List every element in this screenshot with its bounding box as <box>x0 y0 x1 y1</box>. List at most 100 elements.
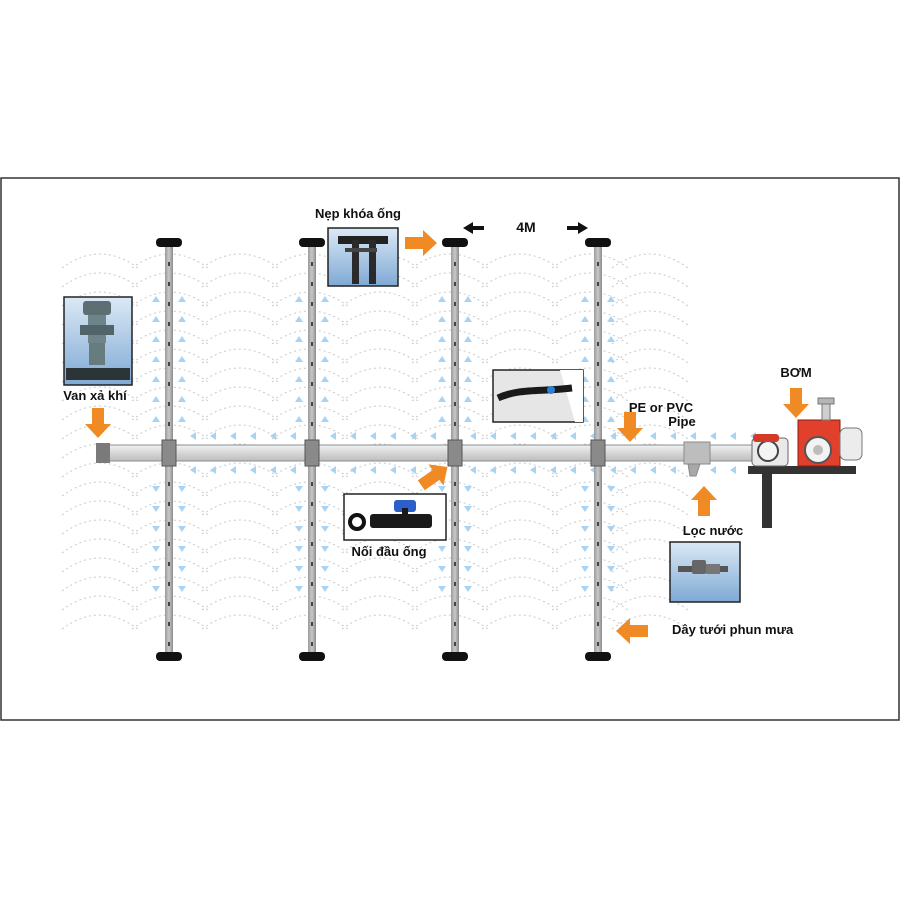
spray-arc <box>611 348 689 364</box>
water-flow-arrow-icon <box>464 526 472 532</box>
spray-arc <box>611 462 689 478</box>
spray-arc <box>61 614 139 630</box>
water-flow-arrow-icon <box>295 296 303 302</box>
water-flow-arrow-icon <box>250 466 256 474</box>
left-arrow-icon <box>463 222 484 234</box>
spray-hole <box>311 342 313 346</box>
water-flow-arrow-icon <box>710 466 716 474</box>
water-flow-arrow-icon <box>581 526 589 532</box>
spray-hole <box>168 402 170 406</box>
spray-arc <box>481 367 559 383</box>
spacing-label: 4M <box>516 219 535 235</box>
spray-hole <box>311 362 313 366</box>
water-flow-arrow-icon <box>178 566 186 572</box>
spray-arc <box>201 367 279 383</box>
spray-arc <box>551 500 629 516</box>
water-flow-arrow-icon <box>270 432 276 440</box>
water-flow-arrow-icon <box>350 432 356 440</box>
filter-arrow-icon <box>691 486 717 516</box>
spray-arc <box>481 614 559 630</box>
spray-hole <box>168 622 170 626</box>
spray-arc <box>341 348 419 364</box>
hose-end-cap-bottom <box>442 652 468 661</box>
water-flow-arrow-icon <box>630 466 636 474</box>
spray-hole <box>311 562 313 566</box>
hose-end-cap-top <box>156 238 182 247</box>
spray-arc <box>551 253 629 269</box>
water-flow-arrow-icon <box>321 416 329 422</box>
spray-arc <box>551 576 629 592</box>
hose-end-cap-top <box>585 238 611 247</box>
spray-hole <box>168 582 170 586</box>
water-flow-arrow-icon <box>295 586 303 592</box>
water-flow-arrow-icon <box>295 396 303 402</box>
spray-arc <box>611 405 689 421</box>
water-flow-arrow-icon <box>430 432 436 440</box>
spray-arc <box>341 329 419 345</box>
tee-connector <box>590 439 606 467</box>
water-flow-arrow-icon <box>178 336 186 342</box>
water-flow-arrow-icon <box>152 566 160 572</box>
pump-label: BƠM <box>780 365 811 380</box>
spray-arc <box>201 462 279 478</box>
water-flow-arrow-icon <box>610 466 616 474</box>
spray-hole <box>597 302 599 306</box>
spray-arc <box>551 291 629 307</box>
water-flow-arrow-icon <box>178 506 186 512</box>
spray-arc <box>201 310 279 326</box>
spray-arc <box>611 443 689 459</box>
spray-arc <box>201 576 279 592</box>
spray-arc <box>551 557 629 573</box>
spray-hole <box>454 482 456 486</box>
spray-hole <box>168 642 170 646</box>
water-flow-arrow-icon <box>152 376 160 382</box>
water-flow-arrow-icon <box>178 546 186 552</box>
spray-arc <box>341 462 419 478</box>
water-flow-arrow-icon <box>690 432 696 440</box>
water-flow-arrow-icon <box>438 586 446 592</box>
water-flow-arrow-icon <box>370 432 376 440</box>
spray-arc <box>551 329 629 345</box>
spray-hole <box>454 302 456 306</box>
spray-arc <box>61 291 139 307</box>
spray-arc <box>411 367 489 383</box>
spray-arc <box>61 500 139 516</box>
pump-arrow-icon <box>783 388 809 418</box>
spray-hole <box>454 562 456 566</box>
spray-arc <box>611 500 689 516</box>
spray-arc <box>411 329 489 345</box>
spray-arc <box>481 481 559 497</box>
spray-hole <box>597 422 599 426</box>
spray-arc <box>481 443 559 459</box>
air-valve-arrow-icon <box>85 408 111 438</box>
spray-hole <box>311 422 313 426</box>
spray-hole <box>454 282 456 286</box>
water-flow-arrow-icon <box>152 486 160 492</box>
spray-arc <box>481 253 559 269</box>
hose-end-cap-top <box>442 238 468 247</box>
spray-hole <box>454 502 456 506</box>
spray-arc <box>481 424 559 440</box>
spray-arc <box>611 481 689 497</box>
water-flow-arrow-icon <box>530 432 536 440</box>
main-pipe <box>96 443 759 463</box>
water-flow-arrow-icon <box>295 416 303 422</box>
water-flow-arrow-icon <box>295 526 303 532</box>
water-flow-arrow-icon <box>438 396 446 402</box>
water-flow-arrow-icon <box>390 432 396 440</box>
spray-arc <box>201 348 279 364</box>
spray-hole <box>311 262 313 266</box>
water-flow-arrow-icon <box>321 566 329 572</box>
spray-arc <box>611 557 689 573</box>
water-flow-arrow-icon <box>438 486 446 492</box>
spray-hole <box>168 382 170 386</box>
water-flow-arrow-icon <box>321 376 329 382</box>
right-arrow-icon <box>567 222 588 234</box>
spray-arc <box>61 272 139 288</box>
water-flow-arrow-icon <box>152 546 160 552</box>
spray-arc <box>551 272 629 288</box>
spray-arc <box>551 595 629 611</box>
spray-arc <box>61 481 139 497</box>
spray-arc <box>61 519 139 535</box>
water-flow-arrow-icon <box>152 396 160 402</box>
